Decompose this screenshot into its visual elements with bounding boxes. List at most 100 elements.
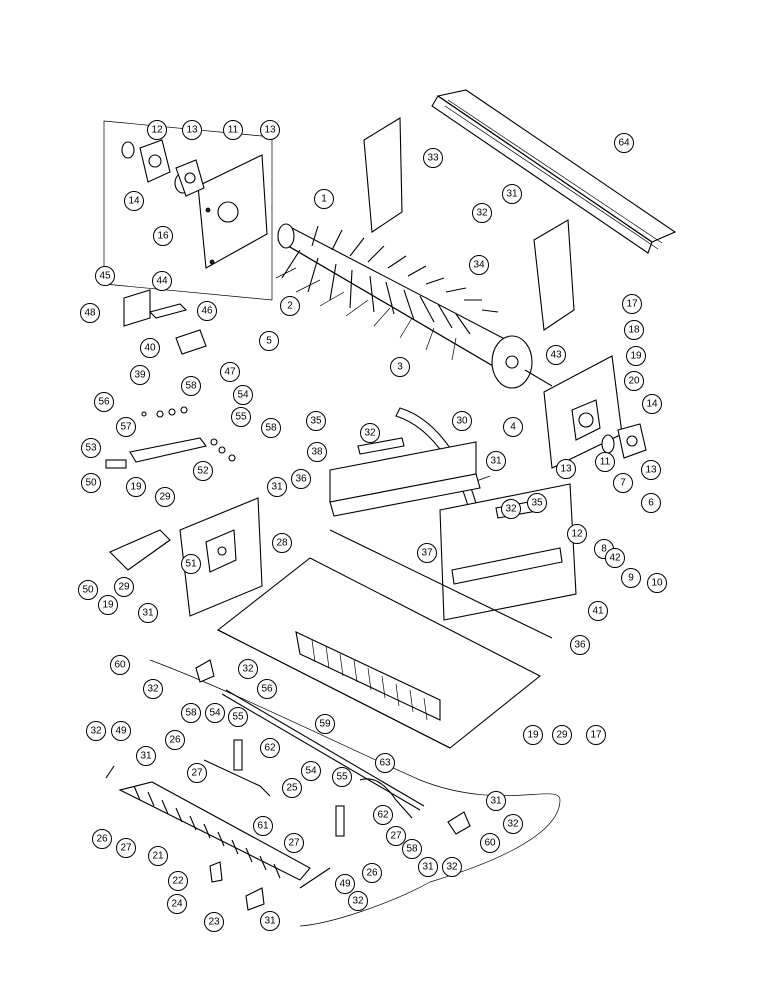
callout-54: 54 — [233, 385, 253, 405]
callout-43: 43 — [546, 345, 566, 365]
callout-label: 59 — [319, 719, 331, 730]
rod-59 — [221, 689, 425, 811]
callout-20: 20 — [624, 371, 644, 391]
callout-13: 13 — [641, 460, 661, 480]
callout-circle — [605, 548, 625, 568]
callout-2: 2 — [280, 296, 300, 316]
callout-circle — [136, 746, 156, 766]
callout-circle — [280, 296, 300, 316]
callout-label: 30 — [456, 416, 468, 427]
callout-23: 23 — [204, 912, 224, 932]
callout-circle — [111, 721, 131, 741]
callout-circle — [260, 738, 280, 758]
callout-41: 41 — [588, 601, 608, 621]
callout-circle — [503, 814, 523, 834]
callout-circle — [94, 392, 114, 412]
callout-31: 31 — [267, 477, 287, 497]
bracket-51 — [109, 529, 171, 571]
callout-6: 6 — [641, 493, 661, 513]
callout-circle — [423, 148, 443, 168]
callout-17: 17 — [586, 725, 606, 745]
callout-circle — [197, 301, 217, 321]
callout-14: 14 — [642, 394, 662, 414]
callout-circle — [78, 580, 98, 600]
callout-label: 17 — [590, 730, 602, 741]
callout-circle — [148, 846, 168, 866]
callout-label: 53 — [85, 443, 97, 454]
callout-circle — [187, 763, 207, 783]
callout-label: 11 — [228, 125, 239, 136]
callout-label: 27 — [120, 843, 132, 854]
callout-label: 17 — [626, 299, 638, 310]
callout-12: 12 — [567, 524, 587, 544]
callout-label: 1 — [321, 194, 327, 205]
callout-label: 7 — [620, 478, 626, 489]
callout-circle — [181, 703, 201, 723]
callout-54: 54 — [301, 761, 321, 781]
callout-label: 32 — [364, 428, 376, 439]
callout-52: 52 — [193, 461, 213, 481]
callout-label: 44 — [156, 276, 168, 287]
callout-32: 32 — [442, 857, 462, 877]
callout-circle — [116, 838, 136, 858]
callout-22: 22 — [168, 871, 188, 891]
callout-12: 12 — [147, 120, 167, 140]
callout-circle — [284, 833, 304, 853]
callout-circle — [642, 394, 662, 414]
callout-label: 32 — [147, 684, 159, 695]
callout-40: 40 — [140, 338, 160, 358]
callout-circle — [143, 679, 163, 699]
spring-63 — [359, 778, 413, 819]
callout-label: 12 — [571, 529, 583, 540]
callout-circle — [362, 863, 382, 883]
callout-circle — [116, 417, 136, 437]
callout-circle — [418, 857, 438, 877]
callout-circle — [502, 184, 522, 204]
center-rail-36 — [439, 483, 577, 621]
callout-circle — [390, 357, 410, 377]
callout-30: 30 — [452, 411, 472, 431]
callout-circle — [621, 568, 641, 588]
rotor-1 — [277, 223, 553, 389]
callout-label: 31 — [264, 916, 276, 927]
callout-label: 31 — [506, 189, 518, 200]
callout-label: 58 — [185, 381, 197, 392]
bar-37 — [329, 529, 553, 639]
callout-label: 8 — [601, 544, 607, 555]
callout-label: 43 — [550, 350, 562, 361]
callout-label: 36 — [574, 640, 586, 651]
callout-circle — [260, 911, 280, 931]
callout-circle — [114, 577, 134, 597]
callout-label: 41 — [592, 606, 604, 617]
callout-circle — [442, 857, 462, 877]
fastener-stack-58 — [141, 406, 236, 462]
callout-35: 35 — [527, 493, 547, 513]
callout-50: 50 — [78, 580, 98, 600]
callout-53: 53 — [81, 438, 101, 458]
callout-label: 32 — [242, 664, 254, 675]
callout-58: 58 — [402, 839, 422, 859]
bracket-60-left — [195, 659, 215, 683]
callout-label: 29 — [159, 492, 171, 503]
callout-label: 32 — [505, 504, 517, 515]
callout-label: 24 — [171, 899, 183, 910]
callout-circle — [641, 493, 661, 513]
callout-29: 29 — [114, 577, 134, 597]
callout-label: 14 — [128, 196, 140, 207]
callout-label: 42 — [609, 553, 621, 564]
callout-circle — [622, 294, 642, 314]
callout-label: 58 — [265, 423, 277, 434]
callout-42: 42 — [605, 548, 625, 568]
callout-label: 55 — [232, 712, 244, 723]
callout-circle — [165, 730, 185, 750]
callout-label: 55 — [336, 772, 348, 783]
callout-circle — [98, 595, 118, 615]
callout-label: 26 — [169, 735, 181, 746]
callout-label: 26 — [96, 834, 108, 845]
lever-62-left — [233, 739, 243, 771]
callout-circle — [138, 603, 158, 623]
callout-32: 32 — [501, 499, 521, 519]
callout-label: 13 — [264, 125, 276, 136]
callout-44: 44 — [152, 271, 172, 291]
